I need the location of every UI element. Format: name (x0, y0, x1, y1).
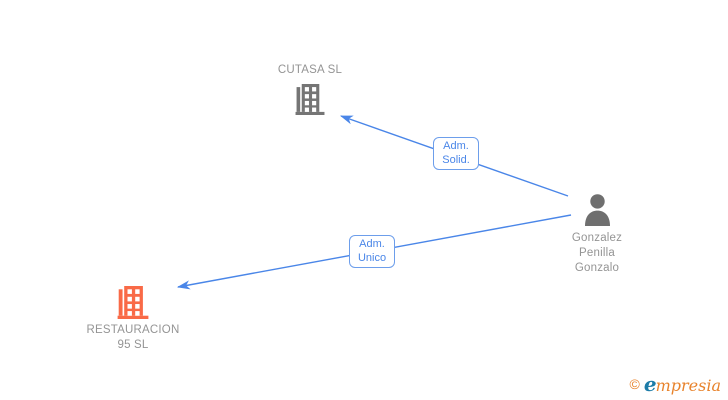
node-company-restauracion-95[interactable]: RESTAURACION 95 SL (83, 286, 183, 352)
node-label-restauracion-95: RESTAURACION 95 SL (86, 324, 180, 351)
node-label-gonzalez-penilla-gonzalo: Gonzalez Penilla Gonzalo (571, 232, 623, 274)
edge-label-adm-solid: Adm. Solid. (433, 137, 479, 170)
empresia-logo[interactable]: ©empresia (630, 372, 721, 396)
brand-initial: e (643, 372, 657, 396)
building-icon (295, 84, 325, 115)
node-company-cutasa[interactable]: CUTASA SL (260, 63, 360, 115)
edge-label-adm-unico: Adm. Unico (349, 235, 395, 268)
node-label-cutasa: CUTASA SL (277, 64, 343, 76)
brand-name: mpresia (655, 376, 721, 395)
node-person-gonzalez-penilla-gonzalo[interactable]: Gonzalez Penilla Gonzalo (563, 194, 631, 276)
building-icon (117, 286, 149, 319)
person-icon (584, 194, 610, 226)
copyright-icon: © (629, 376, 640, 392)
